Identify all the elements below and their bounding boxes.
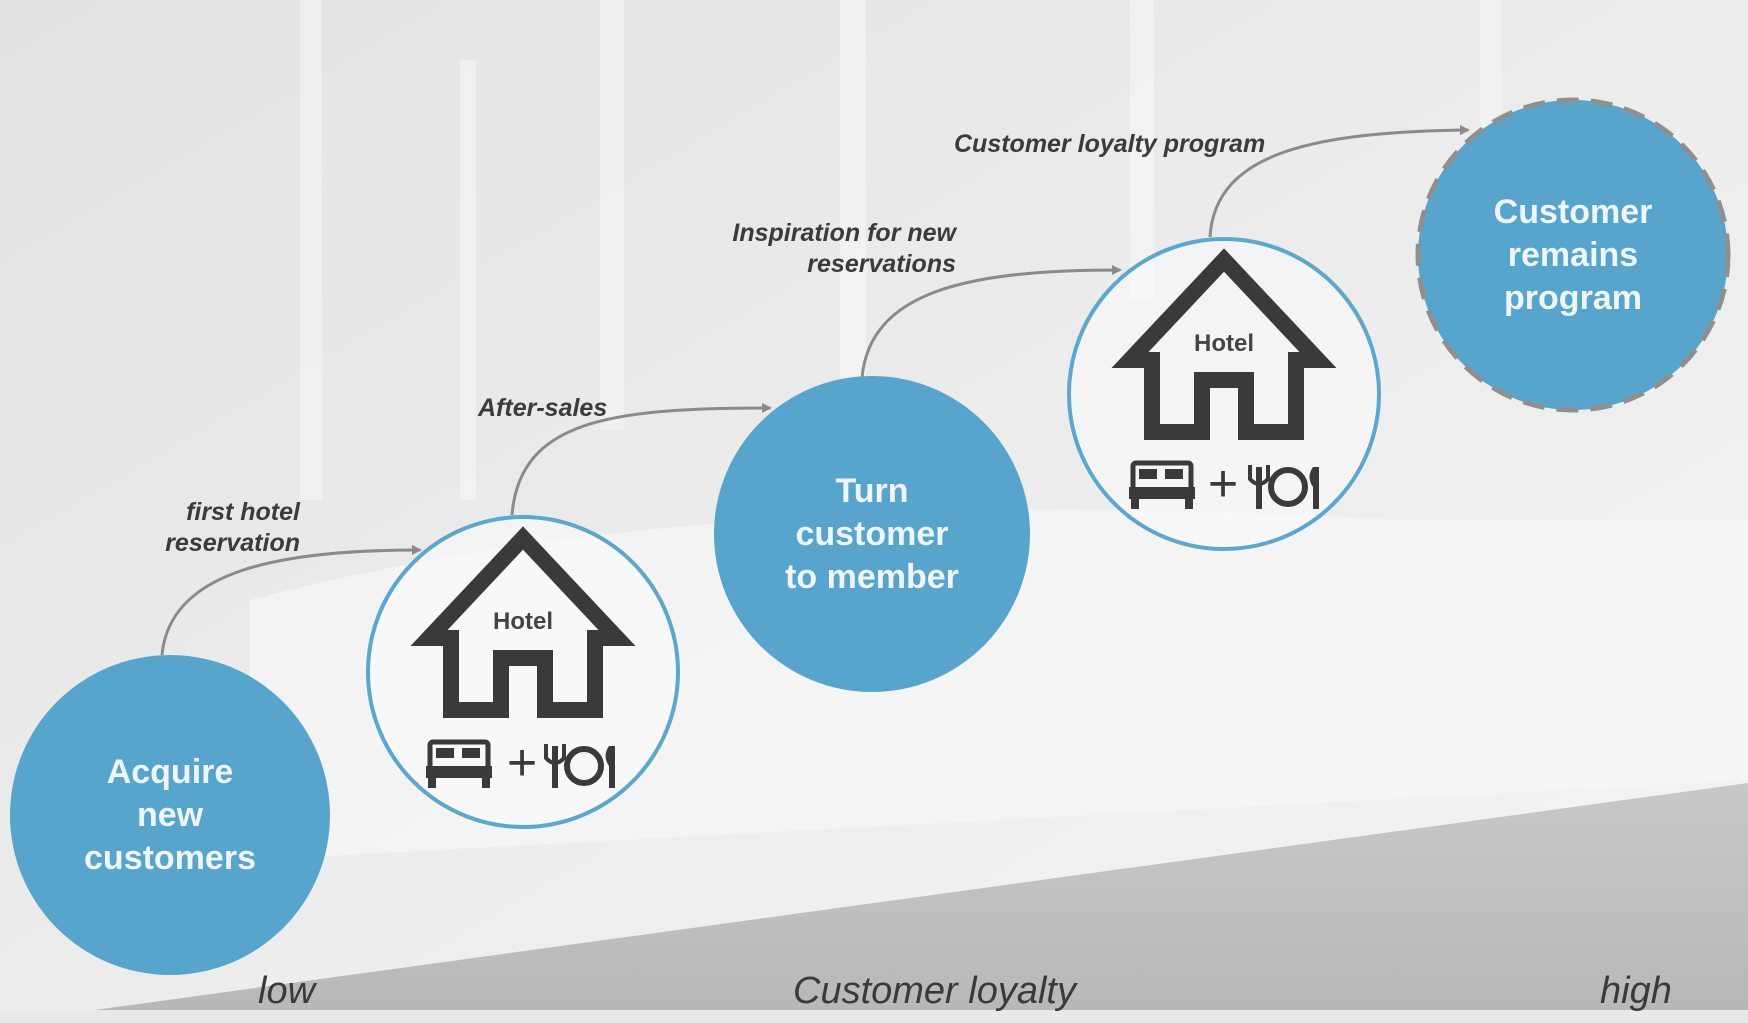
dining-icon (544, 744, 615, 788)
stage-label-member: Turn customer to member (785, 471, 959, 596)
hotel-text: Hotel (493, 608, 553, 635)
stage-label-remains: Customer remains program (1493, 192, 1653, 317)
bed-icon (426, 739, 492, 788)
bed-icon (1129, 460, 1195, 509)
hotel-house-icon (1111, 248, 1337, 440)
arrow-inspiration (860, 265, 1122, 379)
plus-sign: + (506, 734, 538, 792)
axis-title: Customer loyalty (793, 970, 1076, 1012)
axis-high-label: high (1600, 970, 1672, 1012)
stage-circle-member (714, 376, 1030, 692)
transition-label-loyalty-program: Customer loyalty program (954, 130, 1266, 158)
arrow-after-sales (510, 403, 772, 516)
arrow-loyalty-program (1208, 125, 1470, 238)
loyalty-wedge (0, 783, 1748, 1023)
transition-label-inspiration: Inspiration for new reservations (732, 219, 956, 278)
stage-label-acquire: Acquire new customers (84, 752, 256, 877)
transition-label-after-sales: After-sales (478, 394, 608, 422)
bottom-strip (0, 1010, 1748, 1023)
axis-low-label: low (258, 970, 316, 1012)
stage-circle-acquire (10, 655, 330, 975)
arrow-first-reservation (160, 545, 422, 656)
hotel-house-icon (410, 526, 636, 718)
dining-icon (1248, 465, 1319, 509)
hotel-text: Hotel (1194, 330, 1254, 357)
transition-label-first-reservation: first hotel reservation (165, 498, 300, 557)
plus-sign: + (1207, 455, 1239, 513)
stage-circle-remains (1415, 97, 1731, 413)
